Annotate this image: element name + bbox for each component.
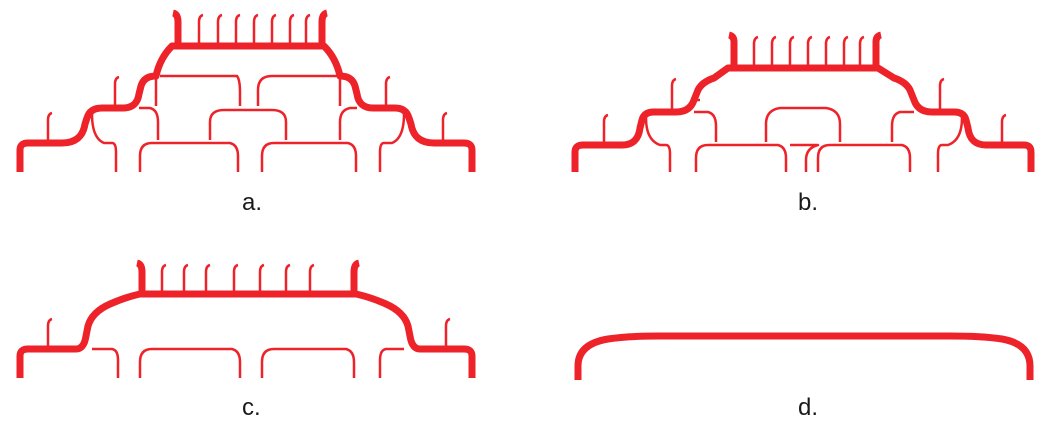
panel-b-label: b. bbox=[798, 189, 818, 216]
panel-d-label: d. bbox=[798, 394, 818, 421]
panel-b bbox=[571, 31, 1035, 172]
panel-a-inner-arches bbox=[90, 74, 406, 172]
panel-b-outer-outline bbox=[571, 64, 1035, 172]
panel-b-side-sprouts bbox=[602, 77, 1007, 145]
panel-c-label: c. bbox=[242, 394, 261, 421]
panel-a-label: a. bbox=[242, 189, 262, 216]
panel-c-side-sprouts bbox=[46, 317, 451, 349]
panel-d-outer-outline bbox=[574, 332, 1034, 380]
panel-a-side-sprouts bbox=[46, 75, 448, 143]
panel-c-outer-outline bbox=[16, 290, 476, 378]
panel-b-top-sprouts bbox=[728, 31, 882, 68]
panel-a-outer-outline bbox=[16, 42, 476, 172]
panel-c-top-sprouts bbox=[135, 259, 361, 294]
panel-b-inner-arches bbox=[644, 98, 964, 172]
panel-a bbox=[16, 9, 476, 172]
panel-c bbox=[16, 259, 476, 378]
panel-c-inner-arches bbox=[92, 347, 404, 378]
panel-a-top-sprouts bbox=[171, 9, 329, 46]
panel-d bbox=[574, 332, 1034, 380]
